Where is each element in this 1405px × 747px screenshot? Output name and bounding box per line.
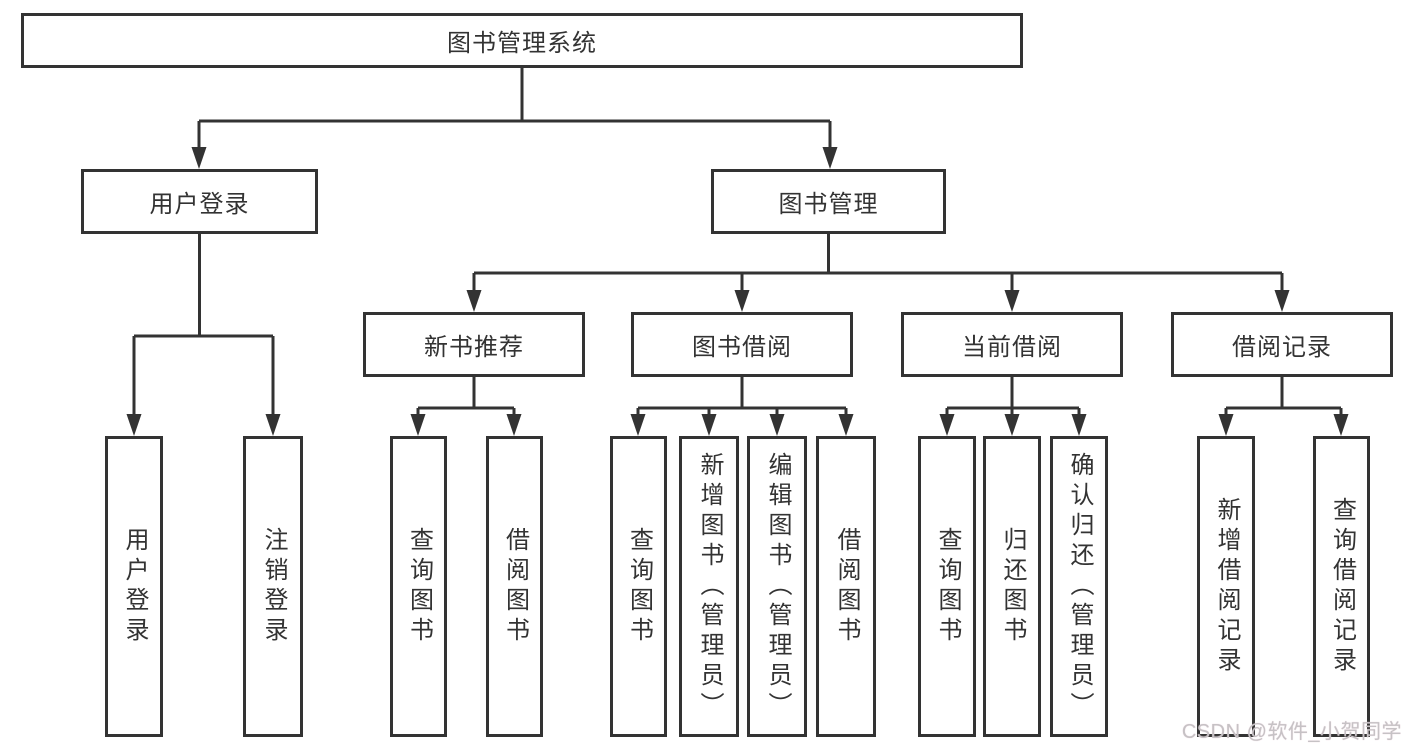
node-edit-book-admin-label: 编辑图书（管理员）: [764, 451, 791, 722]
connector-book-borrow-children: [630, 377, 854, 436]
node-edit-book-admin: 编辑图书（管理员）: [747, 436, 807, 737]
node-borrow-books-recommend-label: 借阅图书: [501, 526, 529, 647]
connector-new-book-recommend-children: [410, 377, 522, 436]
node-user-login: 用户登录: [81, 169, 318, 234]
node-library-system-label: 图书管理系统: [447, 30, 597, 57]
node-confirm-return-admin-label: 确认归还（管理员）: [1066, 451, 1093, 722]
node-new-book-recommend-label: 新书推荐: [424, 334, 524, 361]
node-logout-action-label: 注销登录: [260, 526, 287, 647]
node-borrow-books-action: 借阅图书: [816, 436, 876, 737]
node-user-login-action: 用户登录: [105, 436, 163, 737]
node-query-books-borrow-label: 查询图书: [625, 526, 653, 647]
node-borrow-books-action-label: 借阅图书: [833, 526, 860, 647]
connector-borrow-records-children: [1218, 377, 1349, 436]
node-user-login-label: 用户登录: [149, 191, 250, 218]
node-add-borrow-record-label: 新增借阅记录: [1213, 496, 1240, 677]
node-query-books-recommend-label: 查询图书: [405, 526, 433, 647]
node-query-borrow-record: 查询借阅记录: [1313, 436, 1370, 737]
connector-book-management-children: [466, 234, 1290, 312]
node-logout-action: 注销登录: [243, 436, 303, 737]
node-book-management: 图书管理: [711, 169, 946, 234]
node-borrow-records-label: 借阅记录: [1232, 334, 1332, 361]
node-add-book-admin-label: 新增图书（管理员）: [696, 451, 723, 722]
node-return-book: 归还图书: [983, 436, 1041, 737]
node-library-system: 图书管理系统: [21, 13, 1023, 68]
node-query-books-current: 查询图书: [918, 436, 976, 737]
connector-current-borrow-children: [939, 377, 1087, 436]
node-add-book-admin: 新增图书（管理员）: [679, 436, 739, 737]
node-query-books-borrow: 查询图书: [610, 436, 667, 737]
connector-root-to-level2: [191, 68, 838, 169]
node-add-borrow-record: 新增借阅记录: [1197, 436, 1255, 737]
node-query-books-current-label: 查询图书: [934, 526, 961, 647]
node-book-management-label: 图书管理: [778, 191, 879, 218]
node-query-borrow-record-label: 查询借阅记录: [1328, 496, 1356, 677]
node-new-book-recommend: 新书推荐: [363, 312, 585, 377]
node-confirm-return-admin: 确认归还（管理员）: [1050, 436, 1108, 737]
node-query-books-recommend: 查询图书: [390, 436, 447, 737]
node-current-borrow-label: 当前借阅: [962, 334, 1062, 361]
connector-user-login-children: [126, 234, 281, 436]
node-current-borrow: 当前借阅: [901, 312, 1123, 377]
node-return-book-label: 归还图书: [999, 526, 1026, 647]
node-borrow-books-recommend: 借阅图书: [486, 436, 543, 737]
node-book-borrow: 图书借阅: [631, 312, 853, 377]
node-borrow-records: 借阅记录: [1171, 312, 1393, 377]
node-user-login-action-label: 用户登录: [121, 526, 148, 647]
csdn-watermark: CSDN @软件_小贺同学: [1181, 721, 1402, 743]
node-book-borrow-label: 图书借阅: [692, 334, 792, 361]
